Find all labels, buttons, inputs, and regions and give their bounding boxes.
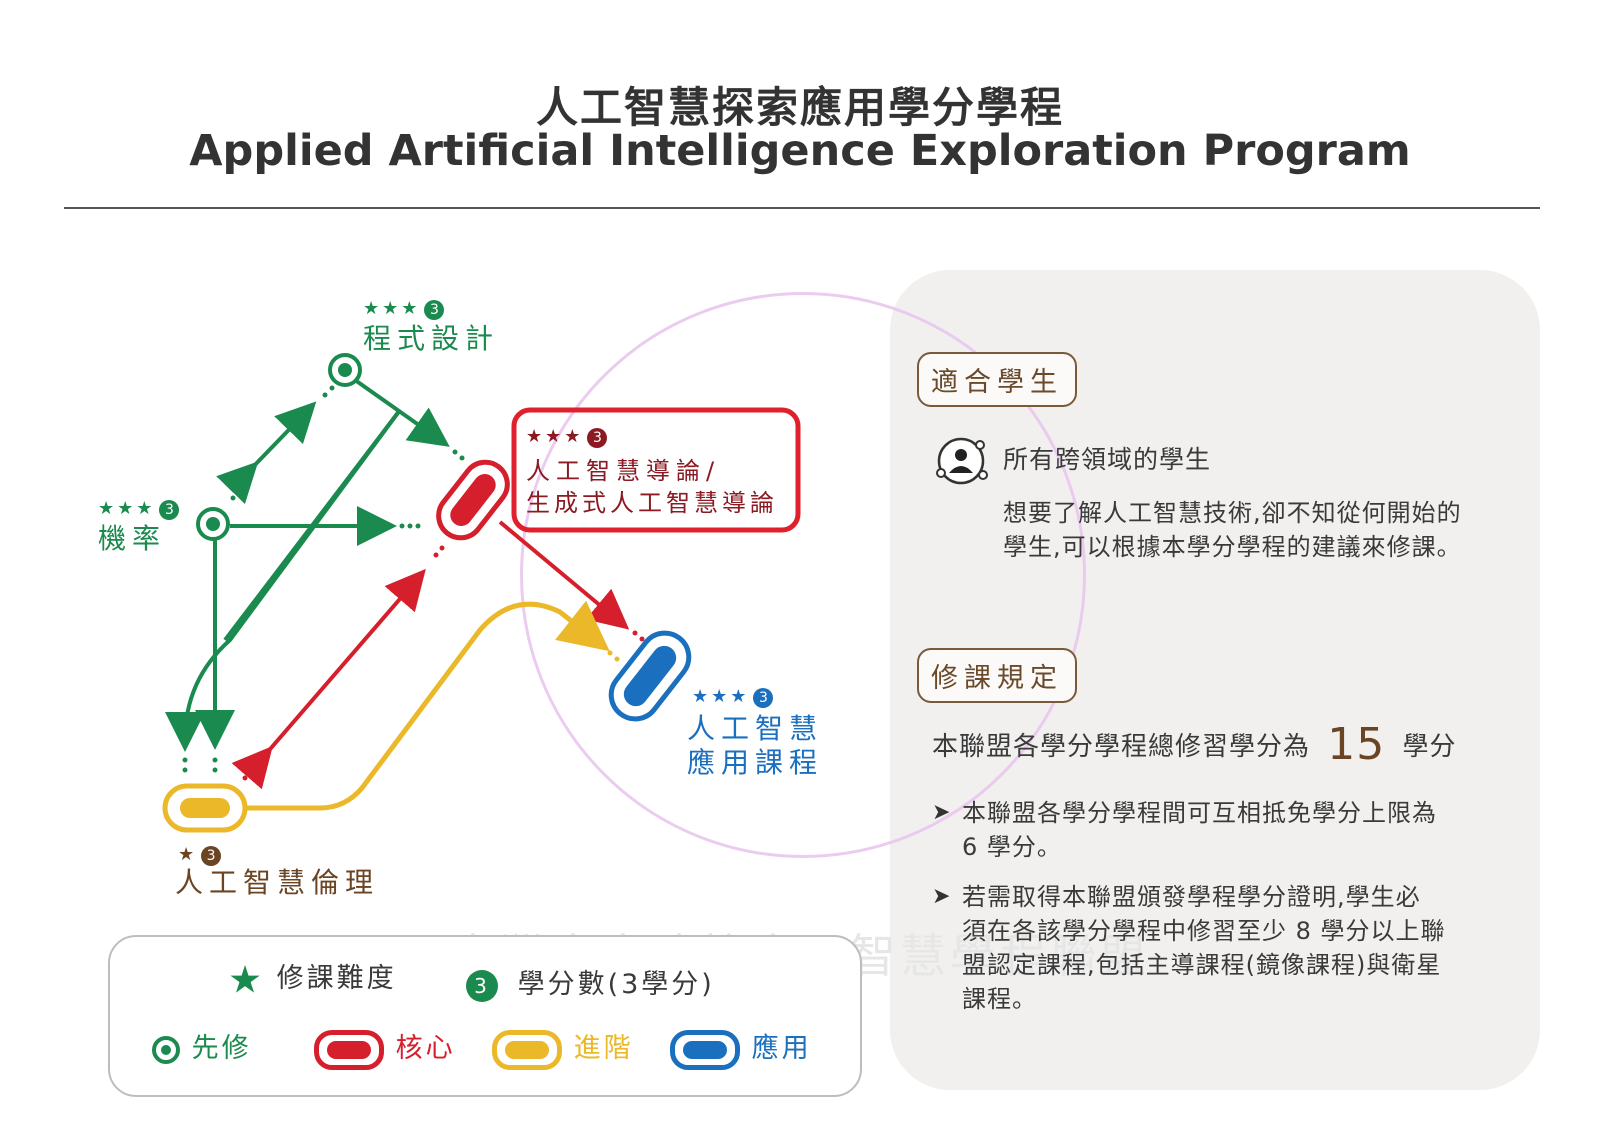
- applied-ai-label-line1: 人工智慧: [687, 712, 824, 745]
- legend-item-prereq: 先修: [152, 1026, 252, 1065]
- star-icon: ★: [228, 957, 266, 1002]
- intro-ai-node: [436, 459, 510, 541]
- bullet-arrow-icon: ➤: [932, 884, 951, 909]
- legend-applied-label: 應用: [751, 1033, 812, 1064]
- rule-bullet-1-line1: 本聯盟各學分學程間可互相抵免學分上限為: [962, 799, 1437, 827]
- probability-label: 機率: [98, 522, 167, 555]
- rule-bullet-2-line2: 須在各該學分學程中修習至少 8 學分以上聯: [962, 917, 1446, 945]
- intro-ai-highlight: [511, 407, 801, 533]
- legend-credits: 3 學分數(3學分): [462, 962, 715, 1002]
- intro-ai-rating: ★★★3: [526, 426, 608, 448]
- difficulty-stars: ★★★: [692, 686, 750, 707]
- legend-difficulty-label: 修課難度: [276, 963, 397, 994]
- title-chinese: 人工智慧探索應用學分學程: [535, 83, 1064, 132]
- suitable-body-line2: 學生,可以根據本學分學程的建議來修課。: [1003, 533, 1462, 561]
- legend-prereq-label: 先修: [191, 1033, 252, 1064]
- prerequisite-dot-icon: [152, 1035, 180, 1064]
- legend-advanced-label: 進階: [573, 1033, 634, 1064]
- rule-bullet-1-line2: 6 學分。: [962, 833, 1062, 861]
- applied-ai-node: [608, 630, 692, 722]
- suitable-body-line1: 想要了解人工智慧技術,卻不知從何開始的: [1003, 499, 1462, 527]
- legend: [108, 935, 862, 1097]
- difficulty-stars: ★★★: [526, 426, 584, 447]
- applied-pill-icon: [670, 1029, 740, 1070]
- prerequisite-edges: [165, 378, 450, 752]
- rule-bullet-2-line3: 盟認定課程,包括主導課程(鏡像課程)與衛星: [962, 951, 1442, 979]
- bullet-arrow-icon: ➤: [932, 800, 951, 825]
- total-credits-number: 15: [1327, 719, 1386, 770]
- total-credits-prefix: 本聯盟各學分學程總修習學分為: [932, 732, 1311, 762]
- probability-rating: ★★★3: [98, 498, 180, 520]
- core-pill-icon: [314, 1029, 384, 1070]
- legend-credits-label: 學分數(3學分): [517, 969, 715, 1000]
- legend-item-applied: 應用: [670, 1026, 812, 1070]
- student-network-icon: [936, 437, 988, 485]
- watermark-emblem: [520, 292, 1086, 858]
- credit-badge: 3: [753, 687, 774, 708]
- intro-ai-label-line2: 生成式人工智慧導論: [526, 489, 778, 517]
- intro-ai-label-line1: 人工智慧導論/: [526, 457, 721, 485]
- rule-bullet-2-line1: 若需取得本聯盟頒發學程學分證明,學生必: [962, 883, 1421, 911]
- ethics-node: [162, 783, 248, 833]
- programming-label: 程式設計: [363, 322, 500, 355]
- legend-difficulty: ★ 修課難度: [228, 956, 397, 1002]
- tag-suitable-students: 適合學生: [917, 352, 1077, 407]
- legend-item-advanced: 進階: [492, 1026, 634, 1070]
- suitable-heading: 所有跨領域的學生: [1003, 445, 1212, 474]
- applied-ai-rating: ★★★3: [692, 686, 774, 708]
- prerequisite-dots: [182, 385, 465, 773]
- ethics-label: 人工智慧倫理: [175, 866, 380, 899]
- credit-badge: 3: [587, 427, 608, 448]
- advanced-pill-icon: [492, 1029, 562, 1070]
- rules-total-credits: 本聯盟各學分學程總修習學分為 15 學分: [932, 723, 1457, 767]
- title-divider: [64, 207, 1540, 209]
- credit-badge-icon: 3: [466, 969, 498, 1002]
- applied-ai-label-line2: 應用課程: [687, 746, 824, 779]
- advanced-edge: [245, 600, 610, 811]
- credit-badge: 3: [201, 845, 222, 866]
- credit-badge: 3: [159, 499, 180, 520]
- legend-core-label: 核心: [395, 1033, 456, 1064]
- total-credits-suffix: 學分: [1402, 732, 1457, 762]
- tag-course-rules: 修課規定: [917, 648, 1077, 703]
- core-edges: [231, 520, 630, 790]
- title-english: Applied Artificial Intelligence Explorat…: [189, 126, 1411, 176]
- rule-bullet-2-line4: 課程。: [962, 985, 1037, 1013]
- difficulty-stars: ★: [178, 844, 198, 865]
- credit-badge: 3: [424, 299, 445, 320]
- ethics-rating: ★3: [178, 844, 222, 866]
- difficulty-stars: ★★★: [363, 298, 421, 319]
- programming-rating: ★★★3: [363, 298, 445, 320]
- legend-item-core: 核心: [314, 1026, 456, 1070]
- difficulty-stars: ★★★: [98, 498, 156, 519]
